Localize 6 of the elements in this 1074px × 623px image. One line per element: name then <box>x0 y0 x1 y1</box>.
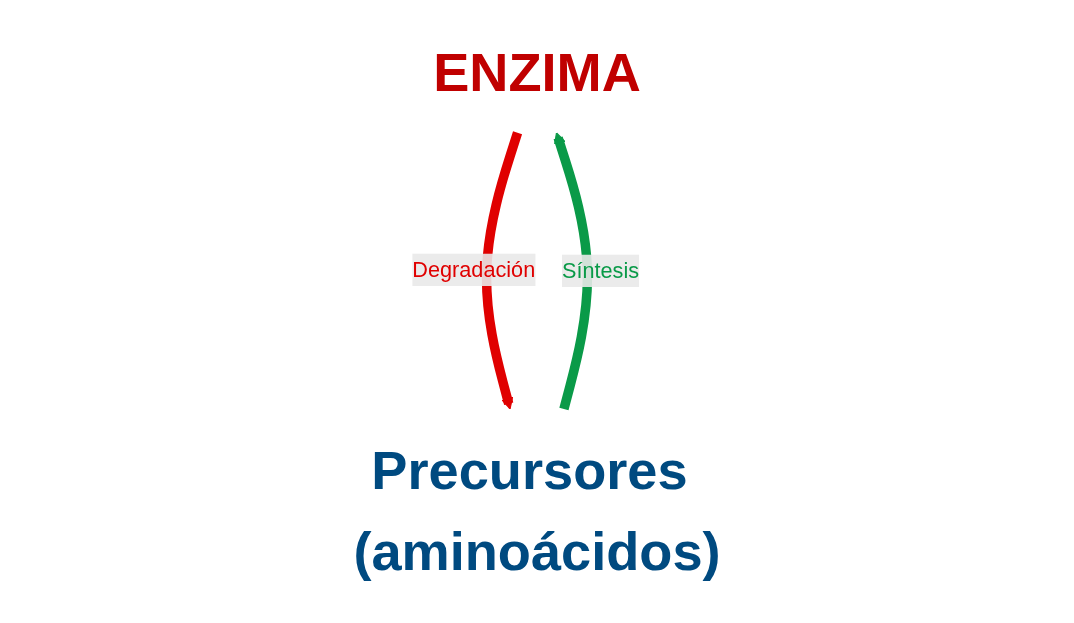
edge-label: Síntesis <box>561 258 640 282</box>
arrow <box>553 132 593 411</box>
edge-label: Degradación <box>412 257 536 281</box>
node-text: Precursores (aminoácidos) <box>353 440 721 582</box>
arrow <box>481 131 523 410</box>
node-text: ENZIMA <box>433 41 641 102</box>
